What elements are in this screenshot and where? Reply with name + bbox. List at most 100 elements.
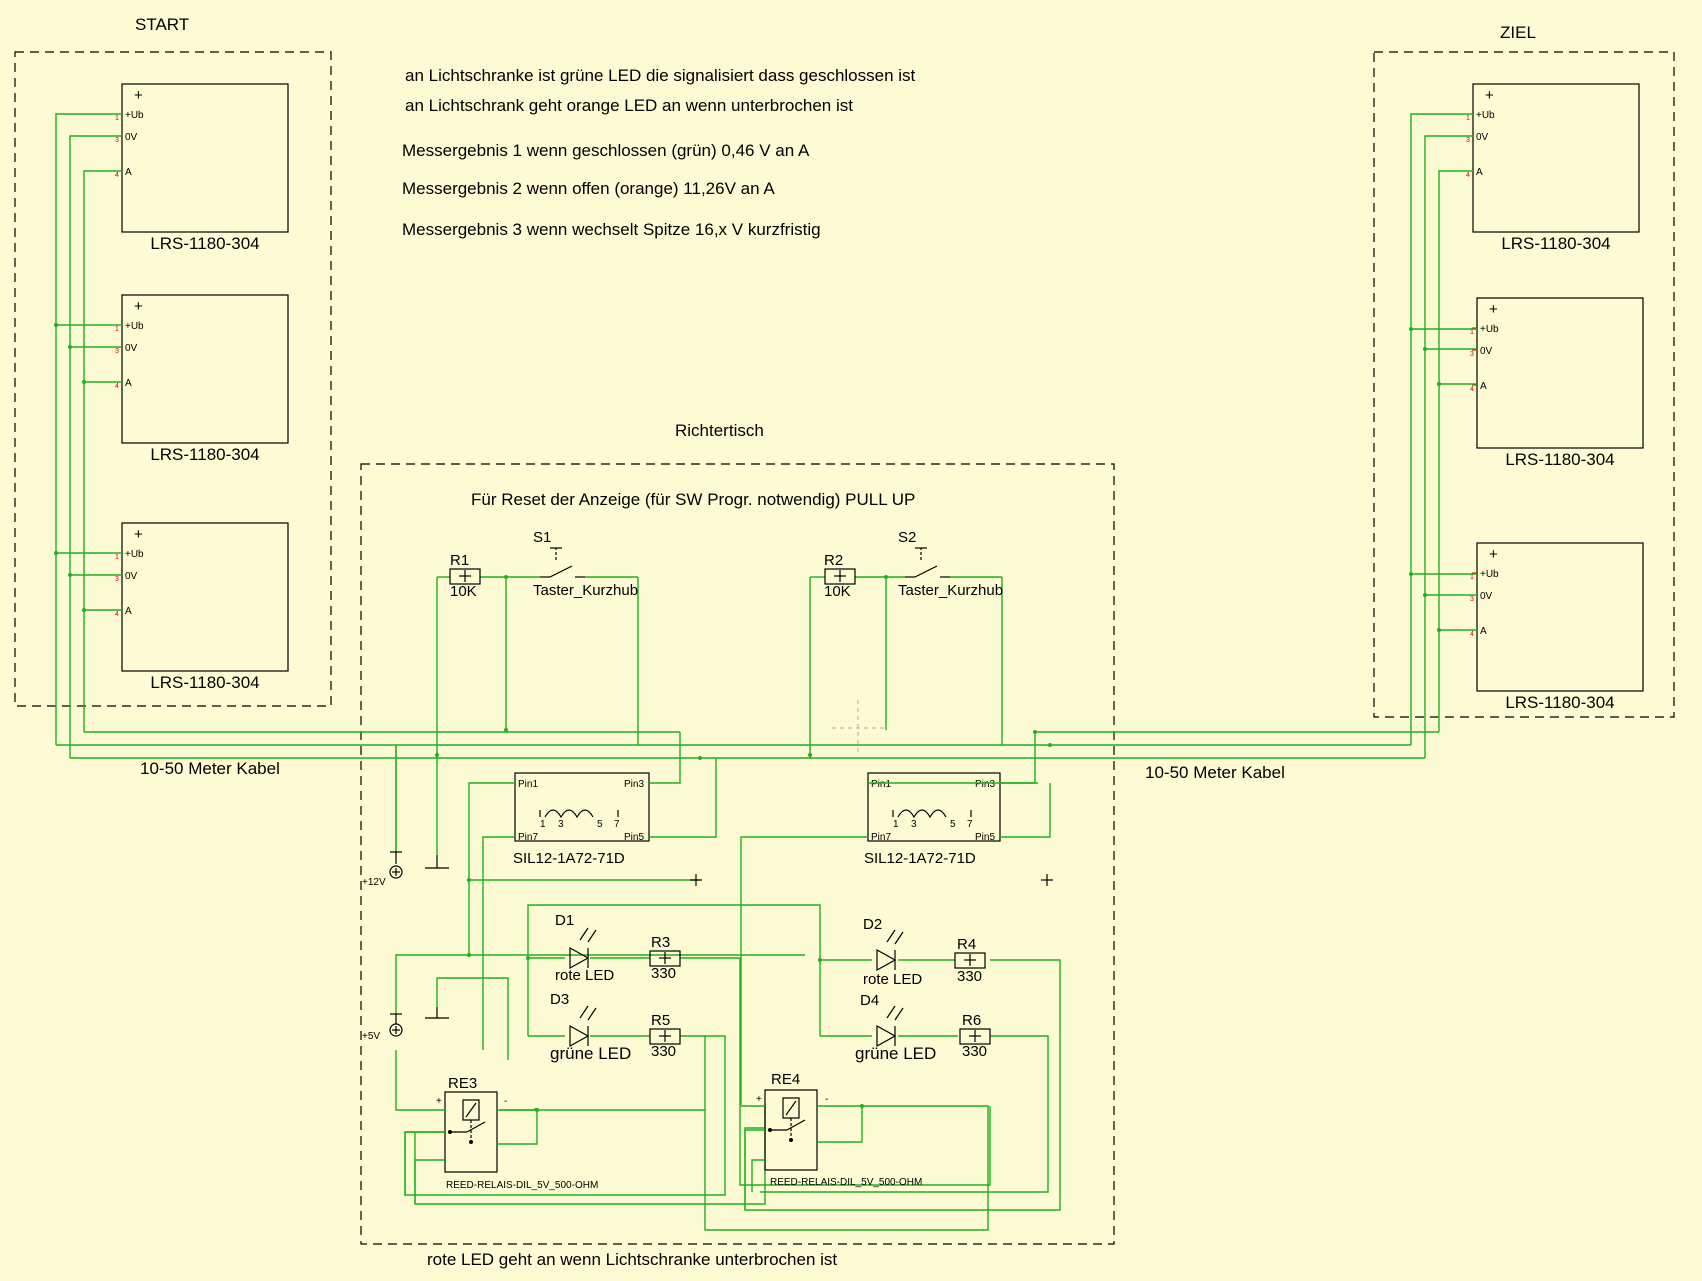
led-d2: D2 rote LED [863, 916, 922, 988]
sensor-pin-ub: +Ub [125, 321, 144, 332]
ziel-frame [1373, 51, 1675, 718]
sensor-pin-ub: +Ub [1476, 110, 1495, 121]
supply-5v-label: +5V [362, 1031, 380, 1042]
resistor-r2: R2 10K [824, 552, 856, 600]
sensor-pin-ub: +Ub [125, 549, 144, 560]
note-2: an Lichtschrank geht orange LED an wenn … [405, 96, 853, 115]
r1-value: 10K [450, 583, 477, 600]
sensor-plus: + [134, 526, 143, 543]
sensor-pin-0v: 0V [1476, 132, 1489, 143]
sil-wiring [468, 732, 1051, 1105]
reset-circuit-2 [809, 576, 1003, 758]
re3-ref: RE3 [448, 1075, 477, 1092]
sensor-pin-0v-number: 3 [115, 137, 119, 144]
re4-ref: RE4 [771, 1071, 800, 1088]
sensor-pin-a: A [1480, 626, 1487, 637]
sensor-pin-0v: 0V [125, 343, 138, 354]
sil2-pin7: Pin7 [871, 832, 891, 843]
sensor-pin-ub-number: 1 [1470, 329, 1474, 336]
supply-12v: +12V [362, 745, 449, 888]
sensor-pin-ub: +Ub [1480, 324, 1499, 335]
note-5: Messergebnis 3 wenn wechselt Spitze 16,x… [402, 220, 821, 239]
sensor-pin-ub-number: 1 [1470, 574, 1474, 581]
switch-s1: S1 Taster_Kurzhub [533, 529, 638, 599]
sensor-pin-ub-number: 1 [115, 115, 119, 122]
sensor-plus: + [1485, 87, 1494, 104]
reed-wiring [395, 1036, 989, 1231]
s2-value: Taster_Kurzhub [898, 582, 1003, 599]
reset-circuit-1 [395, 576, 639, 855]
sensor-pin-0v-number: 3 [1466, 137, 1470, 144]
sensor-plus: + [1489, 546, 1498, 563]
r1-ref: R1 [450, 552, 469, 569]
start-label: START [135, 15, 189, 34]
supply-12v-label: +12V [362, 877, 386, 888]
sil2-pin1: Pin1 [871, 779, 891, 790]
svg-text:-: - [825, 1094, 828, 1105]
sensor-plus: + [134, 298, 143, 315]
sensor-pin-0v: 0V [125, 571, 138, 582]
sil-relay-2: Pin1 Pin3 Pin7 Pin5 1 3 5 7 SIL12-1A72-7… [864, 772, 1001, 867]
d4-value: grüne LED [855, 1044, 936, 1063]
richtertisch-frame [360, 463, 1115, 1245]
re3-name: REED-RELAIS-DIL_5V_500-OHM [446, 1180, 598, 1191]
sensor-name: LRS-1180-304 [1501, 234, 1610, 253]
s1-ref: S1 [533, 529, 551, 546]
sil1-pin3: Pin3 [624, 779, 644, 790]
sensor-pin-a-number: 4 [1466, 172, 1470, 179]
sil2-name: SIL12-1A72-71D [864, 850, 976, 867]
start-frame [14, 51, 332, 707]
sensor-pin-a-number: 4 [115, 172, 119, 179]
d4-ref: D4 [860, 992, 879, 1009]
r4-ref: R4 [957, 936, 976, 953]
sensor-name: LRS-1180-304 [150, 673, 259, 692]
supply-5v: +5V [362, 954, 805, 1060]
sensor-pin-a: A [125, 167, 132, 178]
d1-value: rote LED [555, 967, 614, 984]
sil-relay-1: Pin1 Pin3 Pin7 Pin5 1 3 5 7 SIL12-1A72-7… [513, 772, 650, 867]
sensor-name: LRS-1180-304 [150, 445, 259, 464]
sil2-coil-1: 1 [893, 819, 899, 830]
sil2-coil-5: 5 [950, 819, 956, 830]
svg-text:-: - [504, 1096, 507, 1107]
re4-name: REED-RELAIS-DIL_5V_500-OHM [770, 1177, 922, 1188]
resistor-r4: R4 330 [954, 936, 986, 985]
note-1: an Lichtschranke ist grüne LED die signa… [405, 66, 916, 85]
sensor-body [1472, 83, 1640, 233]
sensor-pin-a: A [125, 606, 132, 617]
svg-text:+: + [756, 1094, 762, 1105]
sensor-body [1476, 297, 1644, 449]
sil2-coil-3: 3 [911, 819, 917, 830]
r3-value: 330 [651, 965, 676, 982]
cable-left-label: 10-50 Meter Kabel [140, 759, 280, 778]
sensor-pin-ub-number: 1 [115, 326, 119, 333]
cable-wires [55, 113, 1477, 759]
led-d4: D4 grüne LED [855, 992, 936, 1063]
ziel-label: ZIEL [1500, 23, 1536, 42]
junction-dots [54, 323, 1441, 1112]
r4-value: 330 [957, 968, 982, 985]
sensor-body [1476, 542, 1644, 692]
sil2-pin5: Pin5 [975, 832, 995, 843]
sil1-coil-5: 5 [597, 819, 603, 830]
sensor-pin-a-number: 4 [1470, 386, 1474, 393]
sil1-pin7: Pin7 [518, 832, 538, 843]
svg-text:+: + [436, 1096, 442, 1107]
sensor-body [121, 294, 289, 444]
r3-ref: R3 [651, 934, 670, 951]
sensor-pin-ub-number: 1 [1466, 115, 1470, 122]
d3-ref: D3 [550, 991, 569, 1008]
sensor-pin-0v-number: 3 [115, 576, 119, 583]
d2-value: rote LED [863, 971, 922, 988]
sensor-pin-a-number: 4 [1470, 631, 1474, 638]
sensor-name: LRS-1180-304 [150, 234, 259, 253]
sil1-coil-1: 1 [540, 819, 546, 830]
resistor-r1: R1 10K [449, 552, 481, 600]
sensor-plus: + [1489, 301, 1498, 318]
